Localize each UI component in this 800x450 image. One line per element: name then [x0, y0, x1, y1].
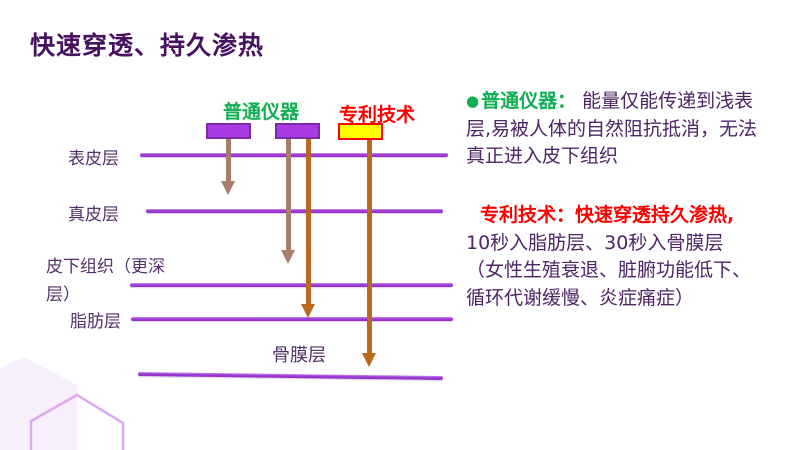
paragraph-line: 层,易被人体的自然阻抗抵消，无法 [466, 117, 758, 140]
layer-line-dermis [146, 209, 443, 213]
paragraph-line: 真正进入皮下组织 [466, 145, 619, 167]
arrow-to-subcutaneous [286, 139, 291, 250]
paragraph-line: 循环代谢缓慢、炎症痛症） [466, 286, 695, 309]
arrow-to-periosteum [367, 140, 372, 353]
ordinary-body-text: 能量仅能传递到浅表 [582, 90, 754, 112]
layer-line-periosteum [137, 372, 444, 380]
layer-line-subcutaneous [130, 283, 453, 287]
arrowhead-to-dermis-icon [221, 181, 235, 195]
layer-label-subcutaneous: 皮下组织（更深层） [46, 257, 165, 305]
arrow-to-dermis [226, 139, 231, 181]
paragraph-line: 10秒入脂肪层、30秒入骨膜层 [466, 231, 724, 254]
layer-label-dermis: 真皮层 [68, 205, 119, 225]
ordinary-device-rect-2 [275, 123, 320, 139]
layer-line-epidermis [140, 153, 448, 157]
page-title: 快速穿透、持久渗热 [30, 31, 265, 60]
arrowhead-to-subcutaneous-icon [281, 250, 295, 264]
layer-label-epidermis: 表皮层 [68, 149, 119, 169]
ordinary-device-rect-1 [206, 123, 251, 139]
bullet-icon: ● [466, 92, 480, 110]
layer-label-periosteum: 骨膜层 [272, 345, 326, 366]
decoration-hexagon-outline-icon [29, 393, 125, 450]
patent-technology-paragraph: 专利技术：快速穿透持久渗热, 10秒入脂肪层、30秒入骨膜层 （女性生殖衰退、脏… [466, 202, 800, 312]
arrow-to-fat-layer [306, 139, 311, 304]
patent-device-label: 专利技术 [339, 104, 416, 126]
ordinary-device-paragraph: ●普通仪器：能量仅能传递到浅表 层,易被人体的自然阻抗抵消，无法 真正进入皮下组… [466, 88, 800, 171]
ordinary-device-label: 普通仪器 [223, 101, 300, 123]
patent-device-rect [338, 123, 383, 140]
patent-heading-text: 专利技术：快速穿透持久渗热, [480, 204, 735, 226]
layer-label-fat: 脂肪层 [70, 312, 121, 332]
arrowhead-to-periosteum-icon [362, 353, 376, 367]
ordinary-label-text: 普通仪器： [481, 90, 577, 112]
paragraph-line: （女性生殖衰退、脏腑功能低下、 [466, 259, 752, 281]
layer-line-fat [131, 317, 453, 321]
arrowhead-to-fat-layer-icon [301, 304, 315, 318]
paragraph-line: ●普通仪器：能量仅能传递到浅表 [466, 88, 800, 116]
